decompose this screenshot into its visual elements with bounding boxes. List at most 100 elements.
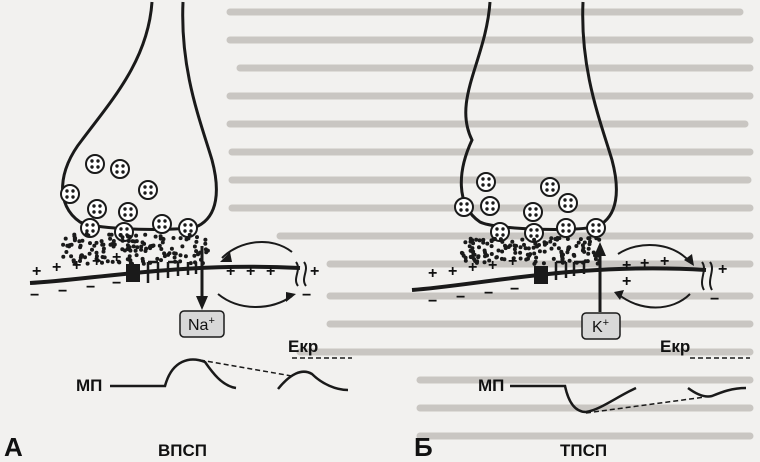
membrane-break-mark (296, 262, 298, 286)
neurotransmitter-dot (574, 244, 578, 248)
neurotransmitter-dot (172, 251, 176, 255)
vesicle (119, 203, 137, 221)
neurotransmitter-dot (100, 239, 104, 243)
neurotransmitter-dot (532, 246, 536, 250)
neurotransmitter-dot (532, 252, 536, 256)
neurotransmitter-dot (126, 235, 130, 239)
neurotransmitter-dot (474, 238, 478, 242)
neurotransmitter-dot (152, 244, 156, 248)
neurotransmitter-dot (121, 239, 125, 243)
plus-sign: + (640, 255, 649, 272)
neurotransmitter-dot (490, 244, 494, 248)
plus-sign: + (488, 257, 497, 274)
neurotransmitter-dot (561, 257, 565, 261)
neurotransmitter-dot (468, 244, 472, 248)
neurotransmitter-dot (543, 243, 547, 247)
plus-sign: + (718, 261, 727, 278)
neurotransmitter-dot (193, 245, 197, 249)
presynaptic-terminal-outline (461, 2, 616, 229)
neurotransmitter-dot (142, 262, 146, 266)
neurotransmitter-dot (159, 258, 163, 262)
neurotransmitter-dot (141, 240, 145, 244)
neurotransmitter-dot (170, 247, 174, 251)
vesicle (86, 155, 104, 173)
plus-sign: + (226, 263, 235, 280)
neurotransmitter-dot (132, 244, 136, 248)
neurotransmitter-dot (195, 235, 199, 239)
neurotransmitter-dot (583, 241, 587, 245)
neurotransmitter-dot (61, 243, 65, 247)
neurotransmitter-dot (552, 257, 556, 261)
neurotransmitter-dot (168, 251, 172, 255)
neurotransmitter-dot (189, 261, 193, 265)
neurotransmitter-dot (532, 262, 536, 266)
neurotransmitter-dot (471, 253, 475, 257)
minus-sign: − (302, 287, 311, 304)
neurotransmitter-dot (477, 245, 481, 249)
neurotransmitter-dot (127, 239, 131, 243)
neurotransmitter-dot (155, 257, 159, 261)
neurotransmitter-dot (184, 254, 188, 258)
neurotransmitter-dot (173, 256, 177, 260)
neurotransmitter-dot (172, 236, 176, 240)
ipsp-trace-distant (688, 388, 746, 397)
neurotransmitter-dot (526, 253, 530, 257)
epsp-trace-distant (278, 372, 348, 390)
local-current-arc-lower (218, 294, 292, 307)
neurotransmitter-dot (110, 242, 114, 246)
neurotransmitter-dot (519, 245, 523, 249)
vesicle (455, 198, 473, 216)
vesicle (111, 160, 129, 178)
neurotransmitter-dot (95, 241, 99, 245)
panel-letter: Б (414, 432, 433, 462)
plus-sign: + (310, 263, 319, 280)
neurotransmitter-dot (499, 237, 503, 241)
neurotransmitter-dot (128, 249, 132, 253)
neurotransmitter-dot (203, 242, 207, 246)
neurotransmitter-dot (139, 248, 143, 252)
neurotransmitter-dot (532, 238, 536, 242)
neurotransmitter-dot (179, 236, 183, 240)
vesicle (587, 219, 605, 237)
neurotransmitter-dot (577, 241, 581, 245)
neurotransmitter-dot (594, 257, 598, 261)
neurotransmitter-dot (79, 244, 83, 248)
neurotransmitter-dot (500, 250, 504, 254)
neurotransmitter-dot (485, 242, 489, 246)
neurotransmitter-dot (579, 237, 583, 241)
plus-sign: + (32, 263, 41, 280)
minus-sign: − (86, 279, 95, 296)
neurotransmitter-dot (133, 240, 137, 244)
neurotransmitter-dot (538, 249, 542, 253)
plus-sign: + (468, 259, 477, 276)
neurotransmitter-dot (73, 236, 77, 240)
neurotransmitter-dot (493, 237, 497, 241)
neurotransmitter-dot (61, 255, 65, 259)
neurotransmitter-dot (88, 241, 92, 245)
neurotransmitter-dot (101, 243, 105, 247)
neurotransmitter-dot (128, 258, 132, 262)
neurotransmitter-dot (135, 245, 139, 249)
local-current-arc-upper (222, 242, 292, 258)
plus-sign: + (508, 253, 517, 270)
arrow-head (196, 296, 208, 310)
neurotransmitter-dot (519, 257, 523, 261)
neurotransmitter-dot (481, 241, 485, 245)
presynaptic-terminal-outline (63, 2, 217, 229)
neurotransmitter-dot (586, 252, 590, 256)
neurotransmitter-dot (119, 233, 123, 237)
neurotransmitter-dot (513, 247, 517, 251)
neurotransmitter-dot (559, 250, 563, 254)
membrane-potential-label: МП (76, 376, 102, 395)
plus-sign: + (428, 265, 437, 282)
neurotransmitter-dot (102, 250, 106, 254)
plus-sign: + (246, 263, 255, 280)
neurotransmitter-dot (522, 243, 526, 247)
plus-sign: + (622, 273, 631, 290)
neurotransmitter-dot (510, 240, 514, 244)
neurotransmitter-dot (497, 249, 501, 253)
epsp-trace (110, 360, 236, 388)
receptor-block (534, 266, 548, 284)
arrow-head (594, 242, 606, 256)
